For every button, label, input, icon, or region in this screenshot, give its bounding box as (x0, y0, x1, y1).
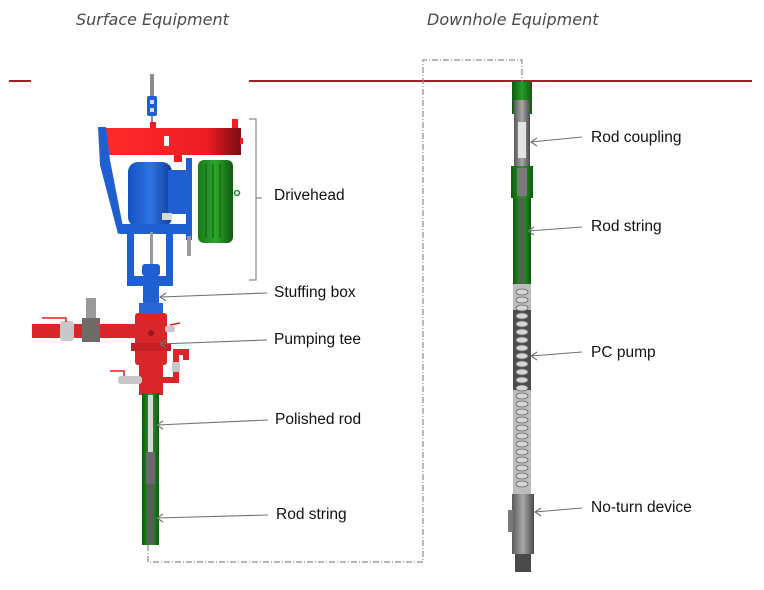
leader-rod-string-downhole (527, 226, 583, 236)
rotor-helix-turn (515, 448, 529, 456)
rotor-helix-turn (515, 296, 529, 304)
rotor-helix-turn (515, 416, 529, 424)
rotor-helix-turn (515, 480, 529, 488)
rotor-helix-turn (515, 408, 529, 416)
rotor-helix-turn (515, 440, 529, 448)
surface-equipment-heading: Surface Equipment (76, 10, 229, 29)
rotor-helix-turn (515, 376, 529, 384)
downhole-equipment-illustration (508, 82, 534, 572)
drivehead-frame (104, 119, 243, 162)
rotor-helix-turn (515, 288, 529, 296)
rotor-helix-turn (515, 400, 529, 408)
leader-polished-rod (156, 419, 269, 430)
label-rod-string-surface: Rod string (276, 506, 347, 523)
stuffing-box (143, 285, 159, 305)
rotor-helix-turn (515, 432, 529, 440)
leader-no-turn-device (534, 507, 583, 517)
label-pumping-tee: Pumping tee (274, 331, 362, 348)
leader-pumping-tee (159, 339, 268, 349)
rotor-helix-turn (515, 392, 529, 400)
label-stuffing-box: Stuffing box (274, 284, 356, 301)
leader-pc-pump (530, 351, 583, 361)
rotor-helix-turn (515, 424, 529, 432)
leader-rod-coupling (530, 136, 583, 147)
rotor-helix-turn (515, 456, 529, 464)
rotor-helix-turn (515, 360, 529, 368)
pc-pump (513, 284, 531, 494)
label-pc-pump: PC pump (591, 344, 656, 361)
label-no-turn-device: No-turn device (591, 499, 692, 516)
rotor-helix-turn (515, 304, 529, 312)
rotor-helix-turn (515, 336, 529, 344)
rotor-helix-turn (515, 328, 529, 336)
dash-dot-boundary (147, 59, 523, 563)
rotor-helix-turn (515, 344, 529, 352)
leader-stuffing-box (159, 292, 268, 302)
label-rod-coupling: Rod coupling (591, 129, 682, 146)
rotor-helix-turn (515, 352, 529, 360)
surface-equipment-illustration (32, 74, 262, 545)
rotor-helix-turn (515, 312, 529, 320)
label-polished-rod: Polished rod (275, 411, 362, 428)
rotor-helix-turn (515, 384, 529, 392)
pumping-tee (110, 313, 189, 395)
no-turn-device (508, 494, 534, 572)
gearbox (120, 158, 192, 256)
label-rod-string-downhole: Rod string (591, 218, 662, 235)
label-drivehead: Drivehead (274, 187, 345, 204)
downhole-equipment-heading: Downhole Equipment (427, 10, 599, 29)
rotor-helix-turn (515, 472, 529, 480)
rotor-helix-turn (515, 320, 529, 328)
drivehead-bracket (249, 118, 262, 281)
surface-tubing (142, 393, 159, 545)
rotor-helix-turn (515, 368, 529, 376)
leader-rod-string-surface (156, 513, 269, 523)
rotor-helix-turn (515, 464, 529, 472)
motor (198, 160, 241, 243)
